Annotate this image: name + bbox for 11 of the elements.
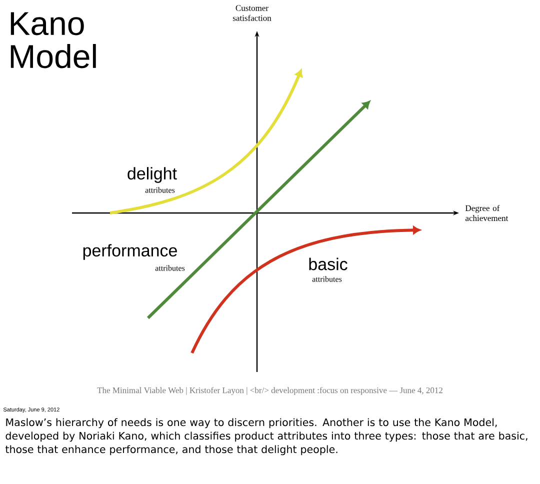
- title: Kano Model: [10, 12, 96, 68]
- paragraph-text: Maslow’s hierarchy of needs is one way to discern priorities. Another is to use the Kano Model, developed by Noriaki Kano, which classifies product attributes into three types: those that are basic, those that enhance performance, and those that delight people.: [5, 418, 528, 456]
- curve-label: performance: [83, 244, 177, 260]
- footer-text: The Minimal Viable Web | Kristofer Layon | <br/> development :focus on responsive — June 4, 2012: [97, 387, 442, 395]
- curve-label: delight: [128, 167, 177, 183]
- axis-label: Degree of achievement: [465, 204, 508, 222]
- axis-label: Customer satisfaction: [233, 5, 272, 21]
- curve-sublabel: attributes: [155, 265, 185, 271]
- curve-sublabel: attributes: [312, 276, 342, 282]
- curve-sublabel: attributes: [145, 187, 175, 193]
- curve-label: basic: [309, 258, 348, 270]
